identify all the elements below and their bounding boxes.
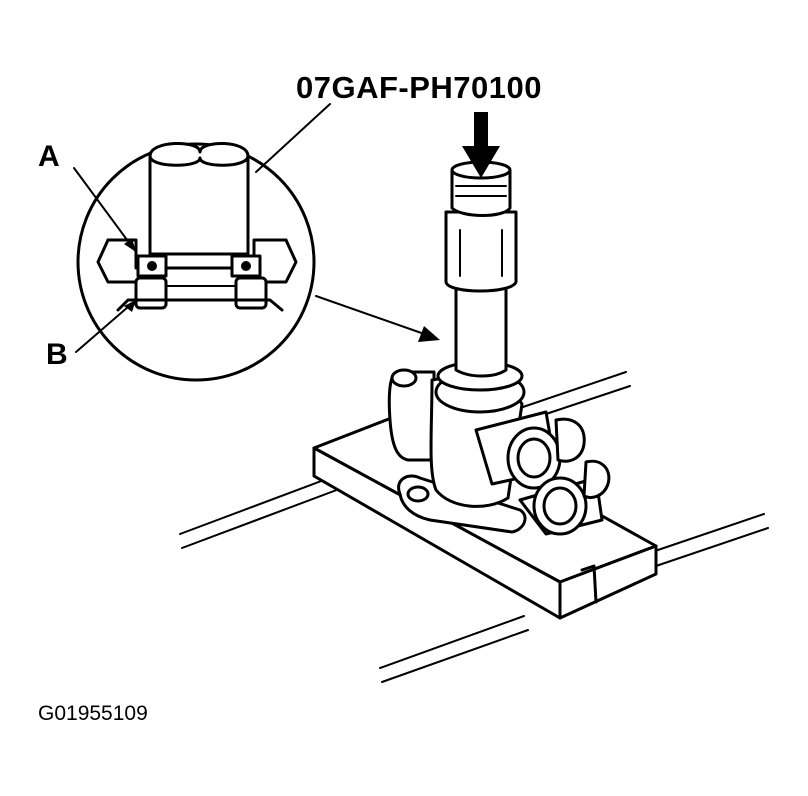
pump-body [387,360,611,536]
press-tool [444,160,518,378]
press-direction-arrow [462,112,500,178]
tool-part-number-label: 07GAF-PH70100 [296,70,543,105]
callout-a-label: A [38,140,60,173]
detail-magnifier [76,141,316,382]
callout-b-label: B [46,338,68,371]
figure-id-label: G01955109 [38,702,148,725]
leader-lines [73,103,440,353]
